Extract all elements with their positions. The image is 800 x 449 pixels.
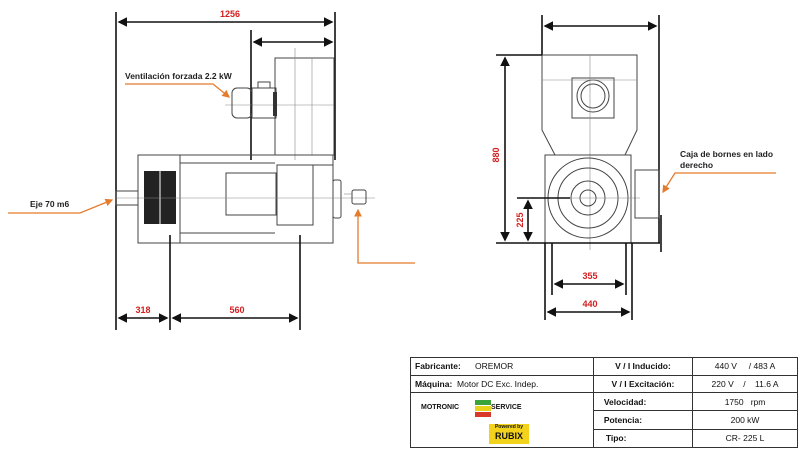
type-value: CR- 225 L: [692, 428, 798, 449]
logo-left-text: MOTRONIC: [421, 404, 460, 412]
manufacturer-label: Fabricante:: [415, 361, 461, 372]
dim-height: 880: [491, 147, 501, 162]
annotation-arrow: [662, 172, 776, 194]
annotation-arrow: [8, 198, 114, 214]
spec-table: Fabricante: OREMOR V / I Inducido: 440 V…: [410, 357, 798, 449]
logo-right-text: SERVICE: [491, 404, 522, 412]
terminal-box: [225, 172, 277, 216]
machine-cell: Máquina: Motor DC Exc. Indep.: [410, 374, 594, 394]
annotation-arrow: [354, 208, 415, 264]
armature-label: V / I Inducido:: [592, 357, 694, 376]
note-forced-ventilation: Ventilación forzada 2.2 kW: [125, 71, 233, 81]
end-view: 880 225 355 440 Caja de bornes en lado d…: [491, 15, 776, 320]
manufacturer-value: OREMOR: [475, 361, 514, 372]
armature-value: 440 V / 483 A: [692, 357, 798, 376]
excitation-label: V / I Excitación:: [592, 374, 694, 394]
dim-foot-offset: 318: [135, 305, 150, 315]
dim-shaft-height: 225: [515, 212, 525, 227]
terminal-box: [634, 169, 660, 219]
dim-total-length: 1256: [220, 9, 240, 19]
note-shaft: Eje 70 m6: [30, 199, 69, 209]
side-view: 1256: [8, 9, 415, 330]
power-label: Potencia:: [592, 410, 694, 430]
rubix-badge-top: Powered by: [494, 424, 524, 431]
speed-label: Velocidad:: [592, 392, 694, 412]
note-terminal-box-line2: derecho: [680, 160, 713, 170]
shaft: [115, 190, 139, 206]
annotation-arrow: [125, 83, 231, 98]
logo-bars-icon: [475, 400, 491, 418]
forced-ventilation-fan: [225, 48, 335, 160]
machine-label: Máquina:: [415, 378, 453, 389]
dim-foot-spacing: 560: [229, 305, 244, 315]
excitation-value: 220 V / 11.6 A: [692, 374, 798, 394]
type-label: Tipo:: [592, 428, 694, 449]
power-value: 200 kW: [692, 410, 798, 430]
note-terminal-box: Caja de bornes en lado: [680, 149, 773, 159]
rubix-badge-text: RUBIX: [494, 431, 523, 442]
machine-value: Motor DC Exc. Indep.: [457, 378, 539, 389]
speed-value: 1750 rpm: [692, 392, 798, 412]
motor-body: [115, 154, 375, 244]
dim-base-width: 440: [582, 299, 597, 309]
manufacturer-cell: Fabricante: OREMOR: [410, 357, 594, 376]
dim-foot-holes: 355: [582, 271, 597, 281]
